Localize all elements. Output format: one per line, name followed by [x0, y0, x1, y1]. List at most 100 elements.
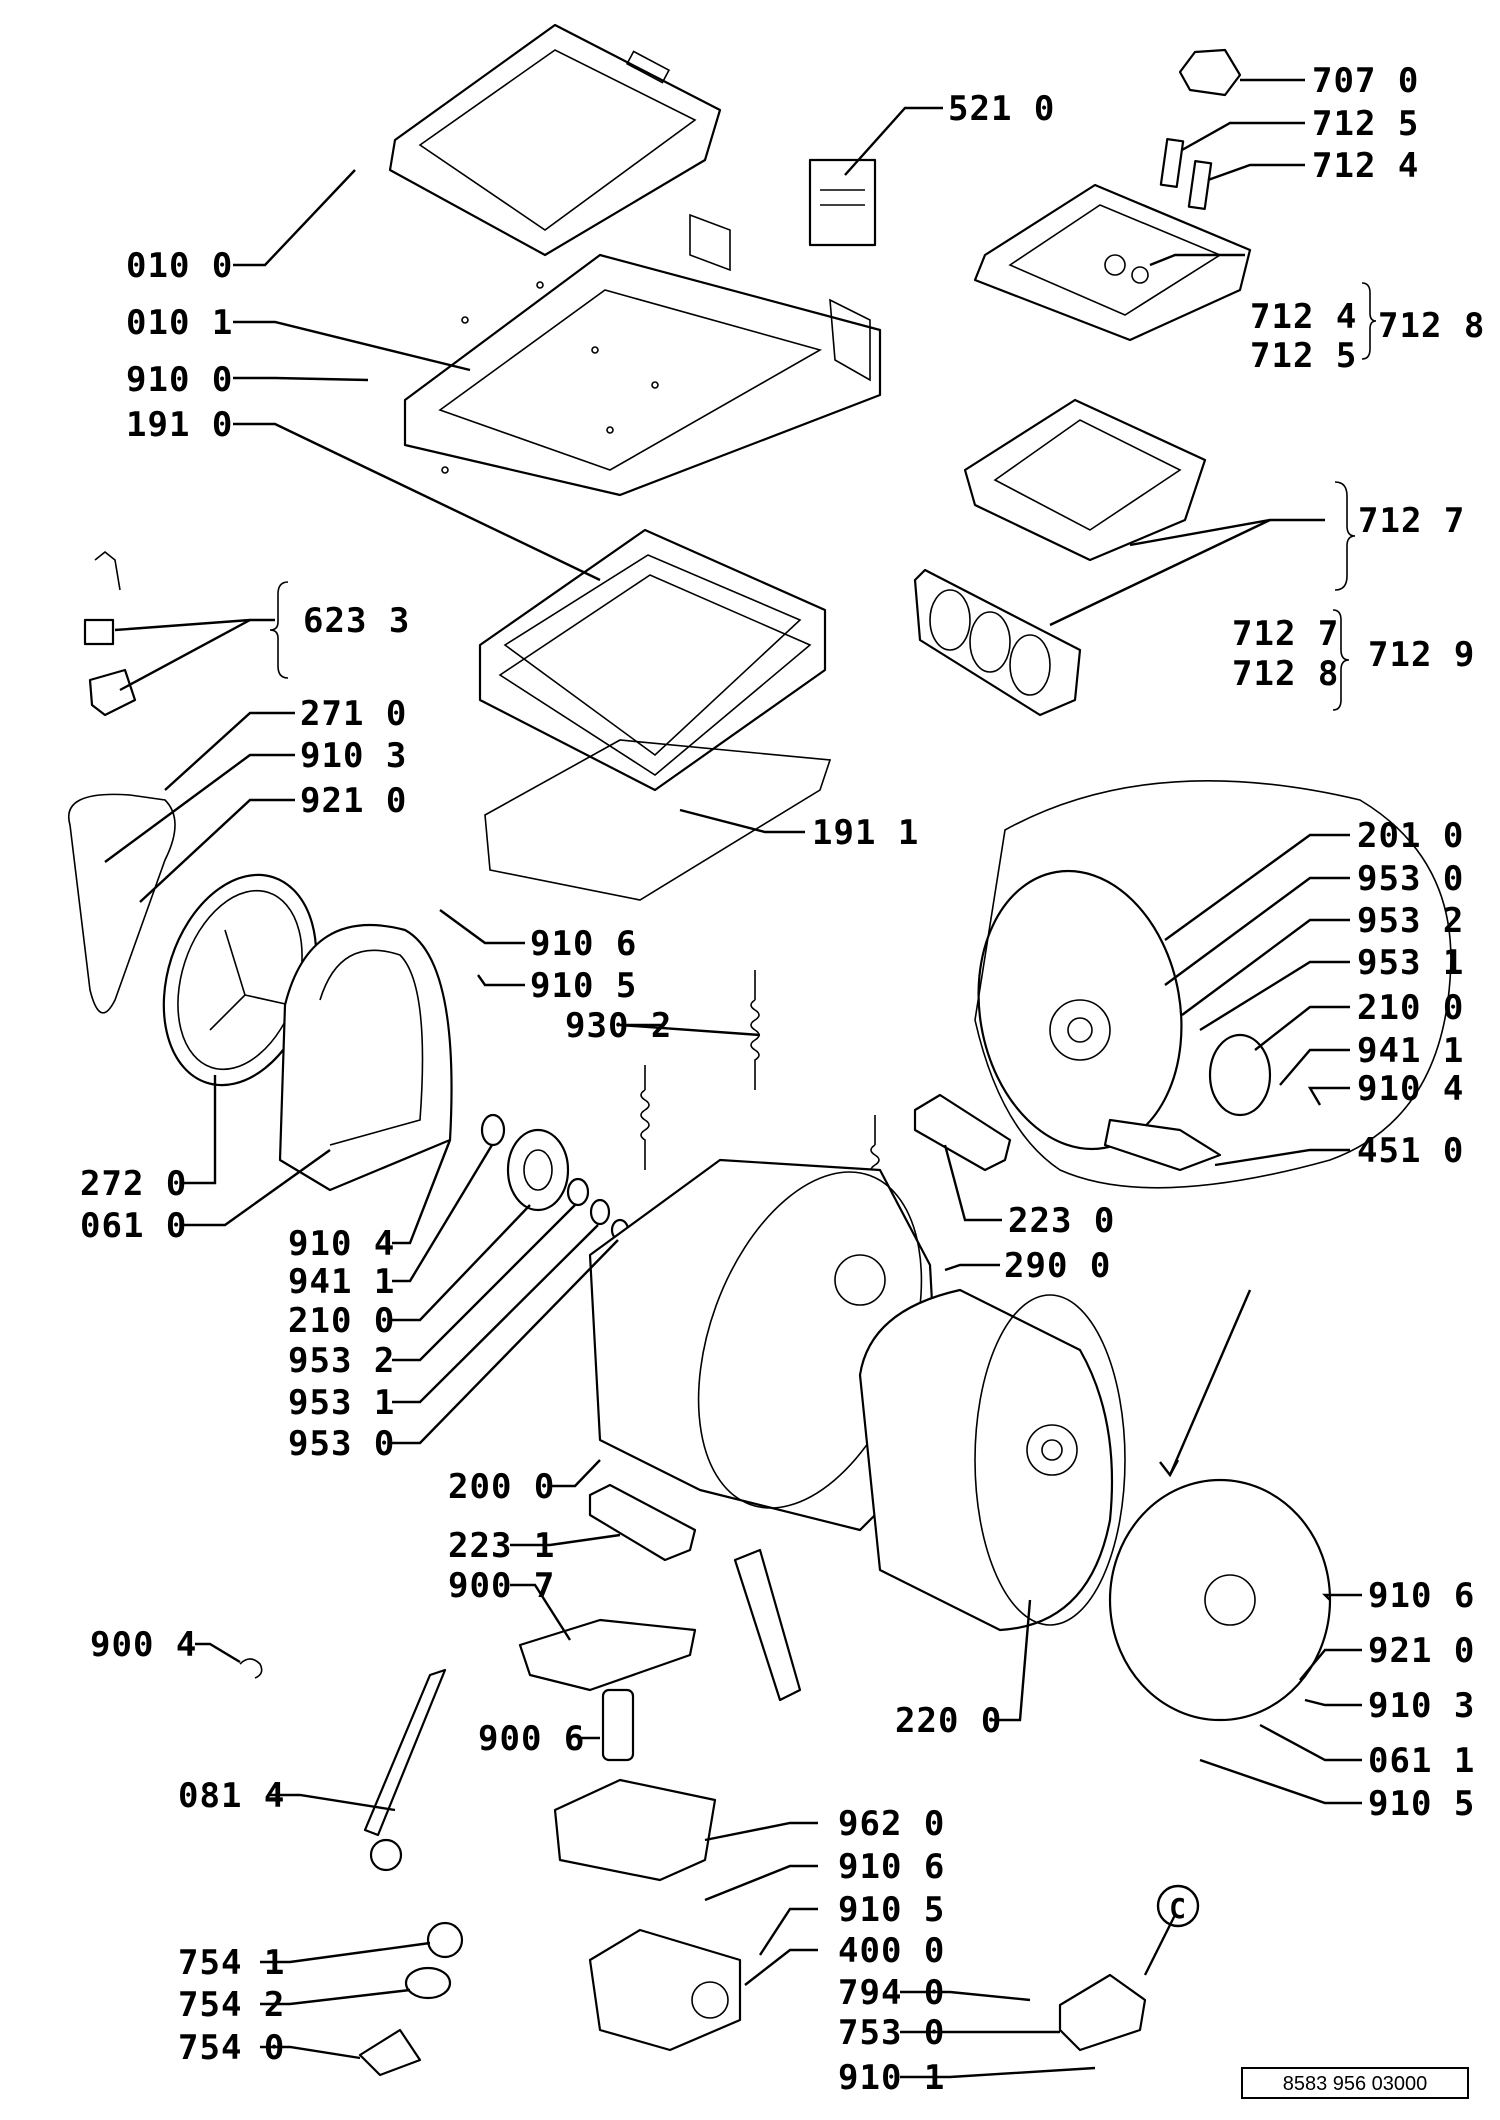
part-label-910-6: 910 6: [530, 924, 637, 964]
motor-part: [588, 1928, 742, 2052]
part-label-712-9: 712 9: [1368, 635, 1475, 675]
circle-marker: [1156, 1884, 1200, 1928]
shock-absorber-part: [363, 1668, 447, 1872]
part-label-910-6-lower: 910 6: [838, 1847, 945, 1887]
heat-shield-part: [553, 1778, 717, 1882]
part-label-941-1-left: 941 1: [288, 1262, 395, 1302]
part-label-953-2-left: 953 2: [288, 1341, 395, 1381]
part-label-210-0: 210 0: [1357, 988, 1464, 1028]
valve-part: [1178, 48, 1242, 97]
counterweight-part-223-1: [588, 1483, 697, 1562]
drawer-front-part: [913, 568, 1082, 717]
front-cover-part: [1108, 1478, 1332, 1722]
part-label-712-8-group: 712 8: [1232, 654, 1339, 694]
part-label-451-0: 451 0: [1357, 1131, 1464, 1171]
part-label-900-4: 900 4: [90, 1625, 197, 1665]
bearing-ring-parts-left: [480, 1113, 630, 1242]
part-label-623-3: 623 3: [303, 601, 410, 641]
drum-part: [858, 1288, 1126, 1632]
part-label-271-0: 271 0: [300, 694, 407, 734]
drain-hose-part: [358, 2028, 422, 2077]
rear-tub-part: [977, 869, 1183, 1151]
heater-part: [1103, 1118, 1222, 1172]
part-label-921-0: 921 0: [300, 781, 407, 821]
belt-part: [68, 793, 176, 1014]
part-label-754-1: 754 1: [178, 1943, 285, 1983]
part-label-753-0: 753 0: [838, 2013, 945, 2053]
part-label-754-2: 754 2: [178, 1985, 285, 2025]
label-plate-part: [808, 158, 877, 247]
part-label-223-0: 223 0: [1008, 1201, 1115, 1241]
hose-part-712-5: [1159, 138, 1185, 188]
counterweight-part-223-0: [913, 1093, 1012, 1172]
circle-marker-label: C: [1169, 1892, 1187, 1925]
part-label-910-4-left: 910 4: [288, 1224, 395, 1264]
dispenser-lid-part: [973, 183, 1252, 342]
pump-cover-part: [518, 1618, 697, 1692]
rear-cover-part: [278, 923, 453, 1192]
part-label-712-7: 712 7: [1358, 501, 1465, 541]
part-label-712-5: 712 5: [1312, 104, 1419, 144]
part-label-200-0: 200 0: [448, 1467, 555, 1507]
group-brackets: [269, 282, 1377, 711]
part-labels: 010 0 010 1 910 0 191 0 521 0 707 0 712 …: [80, 61, 1485, 2098]
part-label-910-3-right: 910 3: [1368, 1686, 1475, 1726]
rear-pulley-part: [1208, 1033, 1272, 1117]
part-label-910-5: 910 5: [530, 966, 637, 1006]
part-label-910-4: 910 4: [1357, 1069, 1464, 1109]
part-label-191-0: 191 0: [126, 405, 233, 445]
hose-part-712-4: [1187, 160, 1213, 210]
part-label-191-1: 191 1: [812, 813, 919, 853]
part-label-900-7: 900 7: [448, 1566, 555, 1606]
part-label-707-0: 707 0: [1312, 61, 1419, 101]
part-label-921-0-right: 921 0: [1368, 1631, 1475, 1671]
tub-top-ring-part: [478, 528, 827, 792]
part-label-900-6: 900 6: [478, 1719, 585, 1759]
part-label-061-0: 061 0: [80, 1206, 187, 1246]
part-label-910-5-lower: 910 5: [838, 1890, 945, 1930]
gasket-part: [484, 739, 832, 901]
part-label-794-0: 794 0: [838, 1973, 945, 2013]
part-label-910-5-right: 910 5: [1368, 1784, 1475, 1824]
top-lid-part: [388, 23, 722, 257]
part-label-962-0: 962 0: [838, 1804, 945, 1844]
part-label-010-1: 010 1: [126, 303, 233, 343]
part-label-010-0: 010 0: [126, 246, 233, 286]
clip-part: [239, 1658, 263, 1679]
part-label-521-0: 521 0: [948, 89, 1055, 129]
damper-part: [733, 1548, 802, 1702]
part-label-930-2: 930 2: [565, 1006, 672, 1046]
part-label-712-4-group: 712 4: [1250, 297, 1357, 337]
drain-pump-part: [1058, 1973, 1147, 2052]
document-number: 8583 956 03000: [1283, 2073, 1428, 2095]
leader-lines: [104, 78, 1362, 2079]
part-label-712-7-group: 712 7: [1232, 614, 1339, 654]
part-label-953-0-left: 953 0: [288, 1424, 395, 1464]
tub-part: [588, 1158, 942, 1532]
part-label-910-1: 910 1: [838, 2058, 945, 2098]
rear-assembly-callout: [974, 780, 1452, 1189]
part-label-910-0: 910 0: [126, 360, 233, 400]
part-label-201-0: 201 0: [1357, 816, 1464, 856]
document-number-box: 8583 956 03000: [1241, 2067, 1469, 2099]
part-label-941-1: 941 1: [1357, 1031, 1464, 1071]
filter-part: [601, 1688, 635, 1762]
dispenser-tray-part: [963, 398, 1207, 562]
part-label-712-8: 712 8: [1378, 306, 1485, 346]
part-label-712-5-group: 712 5: [1250, 336, 1357, 376]
part-label-953-1: 953 1: [1357, 943, 1464, 983]
part-label-061-1: 061 1: [1368, 1741, 1475, 1781]
part-label-081-4: 081 4: [178, 1776, 285, 1816]
switch-parts: [83, 550, 137, 717]
part-label-220-0: 220 0: [895, 1701, 1002, 1741]
part-label-272-0: 272 0: [80, 1164, 187, 1204]
part-label-910-6-right: 910 6: [1368, 1576, 1475, 1616]
filter-cap-part: [426, 1921, 464, 1959]
part-label-290-0: 290 0: [1004, 1246, 1111, 1286]
part-label-754-0: 754 0: [178, 2028, 285, 2068]
seal-part: [404, 1966, 452, 2000]
top-frame-part: [403, 213, 882, 497]
part-label-953-1-left: 953 1: [288, 1383, 395, 1423]
part-label-712-4: 712 4: [1312, 146, 1419, 186]
